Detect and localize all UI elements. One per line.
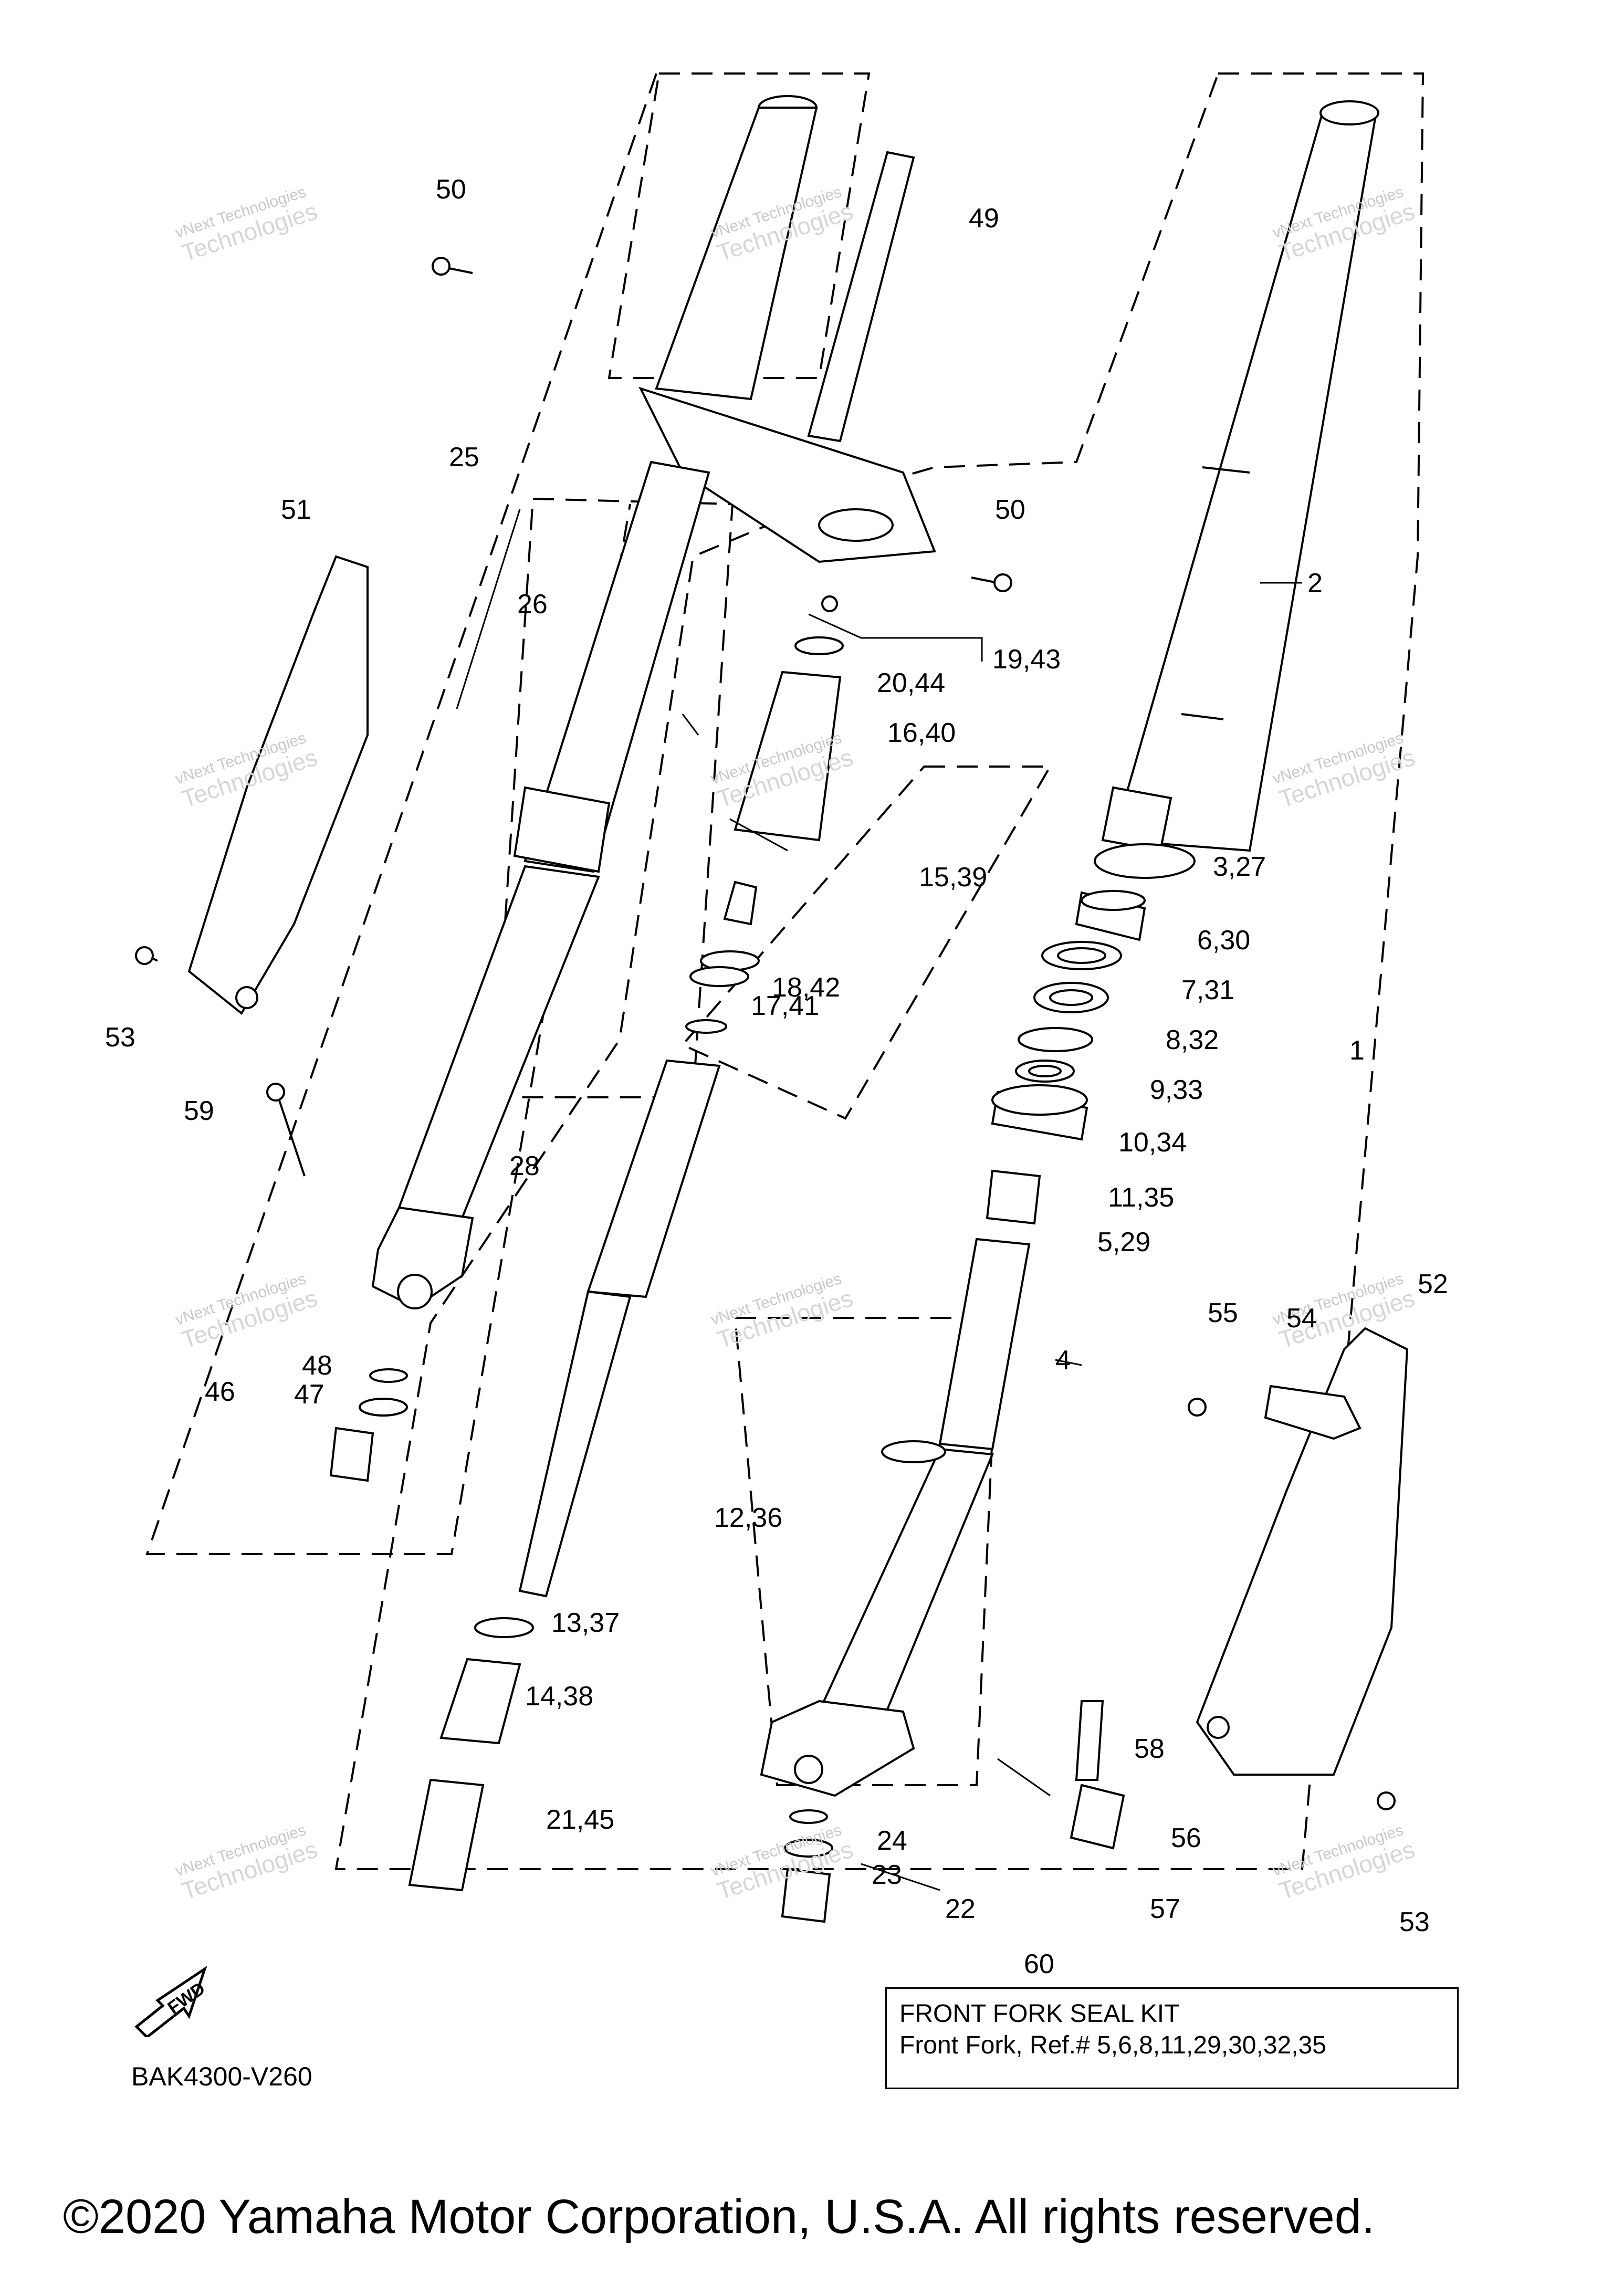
callout-25[interactable]: 25	[449, 442, 479, 473]
callout-14-38[interactable]: 14,38	[525, 1681, 594, 1712]
callout-28[interactable]: 28	[509, 1151, 540, 1181]
forward-direction-arrow-icon: FWD	[134, 1965, 209, 2037]
callout-6-30[interactable]: 6,30	[1197, 925, 1251, 956]
callout-56[interactable]: 56	[1171, 1823, 1201, 1853]
callout-5-29[interactable]: 5,29	[1097, 1227, 1151, 1257]
right-inner-tube	[760, 1238, 1031, 1797]
callout-49[interactable]: 49	[969, 203, 999, 234]
left-fork-guard	[187, 555, 369, 1015]
callout-17-41[interactable]: 17,41	[751, 991, 820, 1021]
callout-50-top[interactable]: 50	[436, 174, 466, 205]
callout-12-36[interactable]: 12,36	[714, 1503, 783, 1533]
damper-cartridge	[408, 595, 844, 1892]
assembly-boundaries	[145, 72, 1425, 1870]
callout-4[interactable]: 4	[1055, 1345, 1071, 1376]
left-fork-tube	[371, 95, 936, 1309]
callout-20-44[interactable]: 20,44	[877, 668, 946, 698]
diagram-code: BAK4300-V260	[131, 2062, 312, 2091]
callout-55[interactable]: 55	[1208, 1298, 1238, 1328]
callout-23[interactable]: 23	[872, 1860, 902, 1890]
callout-53-left[interactable]: 53	[105, 1022, 135, 1053]
callout-10-34[interactable]: 10,34	[1118, 1127, 1187, 1158]
callout-58[interactable]: 58	[1134, 1734, 1165, 1764]
callout-50-right[interactable]: 50	[995, 495, 1025, 525]
right-seal-stack	[986, 843, 1196, 1225]
callout-59[interactable]: 59	[184, 1096, 214, 1126]
callout-53-right[interactable]: 53	[1399, 1907, 1430, 1937]
callout-7-31[interactable]: 7,31	[1181, 975, 1235, 1005]
callout-48[interactable]: 48	[302, 1350, 332, 1381]
callout-24[interactable]: 24	[877, 1826, 907, 1856]
right-fork-guard	[1196, 1327, 1409, 1776]
callout-26[interactable]: 26	[517, 589, 548, 620]
callout-51[interactable]: 51	[281, 495, 311, 525]
seal-kit-description: Front Fork, Ref.# 5,6,8,11,29,30,32,35	[899, 2031, 1326, 2059]
callout-8-32[interactable]: 8,32	[1166, 1025, 1219, 1055]
right-outer-tube	[1101, 100, 1379, 852]
callout-3-27[interactable]: 3,27	[1213, 852, 1266, 882]
callout-16-40[interactable]: 16,40	[887, 718, 956, 748]
seal-kit-note: FRONT FORK SEAL KIT Front Fork, Ref.# 5,…	[885, 1987, 1459, 2089]
callout-2[interactable]: 2	[1307, 568, 1323, 599]
callout-54[interactable]: 54	[1286, 1303, 1317, 1334]
callout-21-45[interactable]: 21,45	[546, 1805, 615, 1835]
copyright-notice: ©2020 Yamaha Motor Corporation, U.S.A. A…	[63, 2190, 1375, 2243]
callout-15-39[interactable]: 15,39	[919, 862, 988, 893]
callout-52[interactable]: 52	[1418, 1269, 1448, 1299]
callout-9-33[interactable]: 9,33	[1150, 1075, 1203, 1105]
hardware	[135, 257, 1396, 1923]
callout-22[interactable]: 22	[945, 1894, 976, 1924]
callout-11-35[interactable]: 11,35	[1108, 1182, 1175, 1213]
callout-1[interactable]: 1	[1349, 1035, 1365, 1066]
callout-46[interactable]: 46	[205, 1377, 235, 1407]
leader-lines	[456, 509, 1302, 1891]
seal-kit-title: FRONT FORK SEAL KIT	[899, 2000, 1180, 2028]
callout-18-42[interactable]: 18,42	[772, 972, 841, 1003]
callout-19-43[interactable]: 19,43	[992, 644, 1061, 675]
callout-60[interactable]: 60	[1024, 1949, 1054, 1979]
callout-47[interactable]: 47	[294, 1379, 324, 1410]
callout-57[interactable]: 57	[1150, 1894, 1180, 1924]
callout-13-37[interactable]: 13,37	[551, 1608, 620, 1638]
